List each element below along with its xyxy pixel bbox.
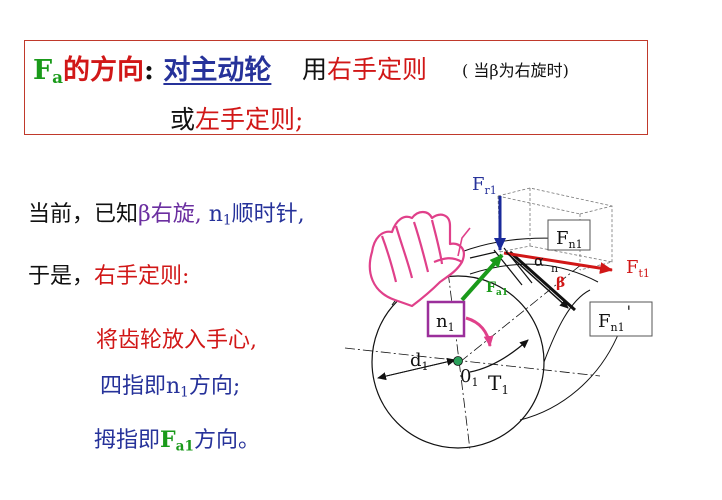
or-label: 或	[170, 105, 196, 134]
direction-label: 的方向	[63, 55, 145, 86]
fa1-arrow	[460, 253, 504, 302]
fn1-prime-label: Fn1'	[598, 302, 631, 334]
ft1-label: Ft1	[626, 257, 650, 280]
d1-label: d1	[410, 350, 429, 373]
right-hand-rule-colon: 右手定则:	[94, 264, 190, 289]
n-letter-label: n	[551, 262, 558, 275]
n1-label: n1	[436, 311, 455, 334]
n1-clockwise: n1顺时针,	[208, 202, 305, 229]
n1-rotation-arrow	[465, 316, 494, 347]
n1-box	[426, 300, 466, 338]
hand-thumb	[457, 227, 471, 257]
fr1-label: Fr1	[472, 174, 497, 197]
rule-box	[24, 40, 648, 135]
ft1-arrow	[503, 251, 613, 275]
o1-label: 01	[460, 366, 478, 389]
gear-bottom-edge	[519, 329, 621, 421]
fn1-prime-arrow	[505, 251, 569, 309]
left-hand-rule-label: 左手定则;	[195, 105, 304, 134]
right-hand	[368, 210, 471, 308]
step-so: 于是，右手定则:	[28, 264, 190, 289]
fn1-label: Fn1	[556, 228, 583, 251]
beta-angle-label: β	[556, 275, 565, 291]
step-four-fingers: 四指即n1方向;	[100, 374, 241, 401]
gear-horizontal-centerline	[344, 347, 601, 377]
fn1-label-box	[547, 219, 591, 251]
step-current: 当前，已知β右旋, n1顺时针,	[28, 202, 305, 229]
thumb-fa1: Fa1	[160, 427, 194, 455]
driver-label: 对主动轮	[163, 55, 272, 86]
colon: :	[144, 55, 154, 86]
gear-vertical-centerline	[445, 254, 471, 451]
t1-torque-arrow	[469, 339, 529, 373]
rule-line-1: Fa的方向: 对主动轮	[33, 48, 271, 87]
rule-paren-note: ( 当β为右旋时)	[462, 61, 569, 80]
hand-thumb-crease	[433, 257, 463, 264]
alpha-label: α	[534, 252, 544, 270]
rule-use: 用右手定则	[302, 50, 427, 86]
fn1-prime-box	[589, 301, 653, 337]
use-label: 用	[302, 55, 328, 84]
rule-line-2: 或左手定则;	[170, 100, 303, 136]
center-point-o1	[453, 356, 463, 366]
step-gear-in-palm: 将齿轮放入手心,	[96, 328, 257, 353]
fa1-label: Fa1	[486, 280, 508, 298]
beta-right: β右旋,	[138, 202, 202, 227]
hand-palm	[368, 210, 465, 308]
step-thumb: 拇指即Fa1方向。	[94, 427, 260, 455]
fa-symbol: Fa	[33, 55, 64, 88]
t1-label: T1	[488, 371, 509, 397]
beta-symbol: β	[489, 61, 499, 80]
right-hand-rule-label: 右手定则	[327, 55, 428, 84]
